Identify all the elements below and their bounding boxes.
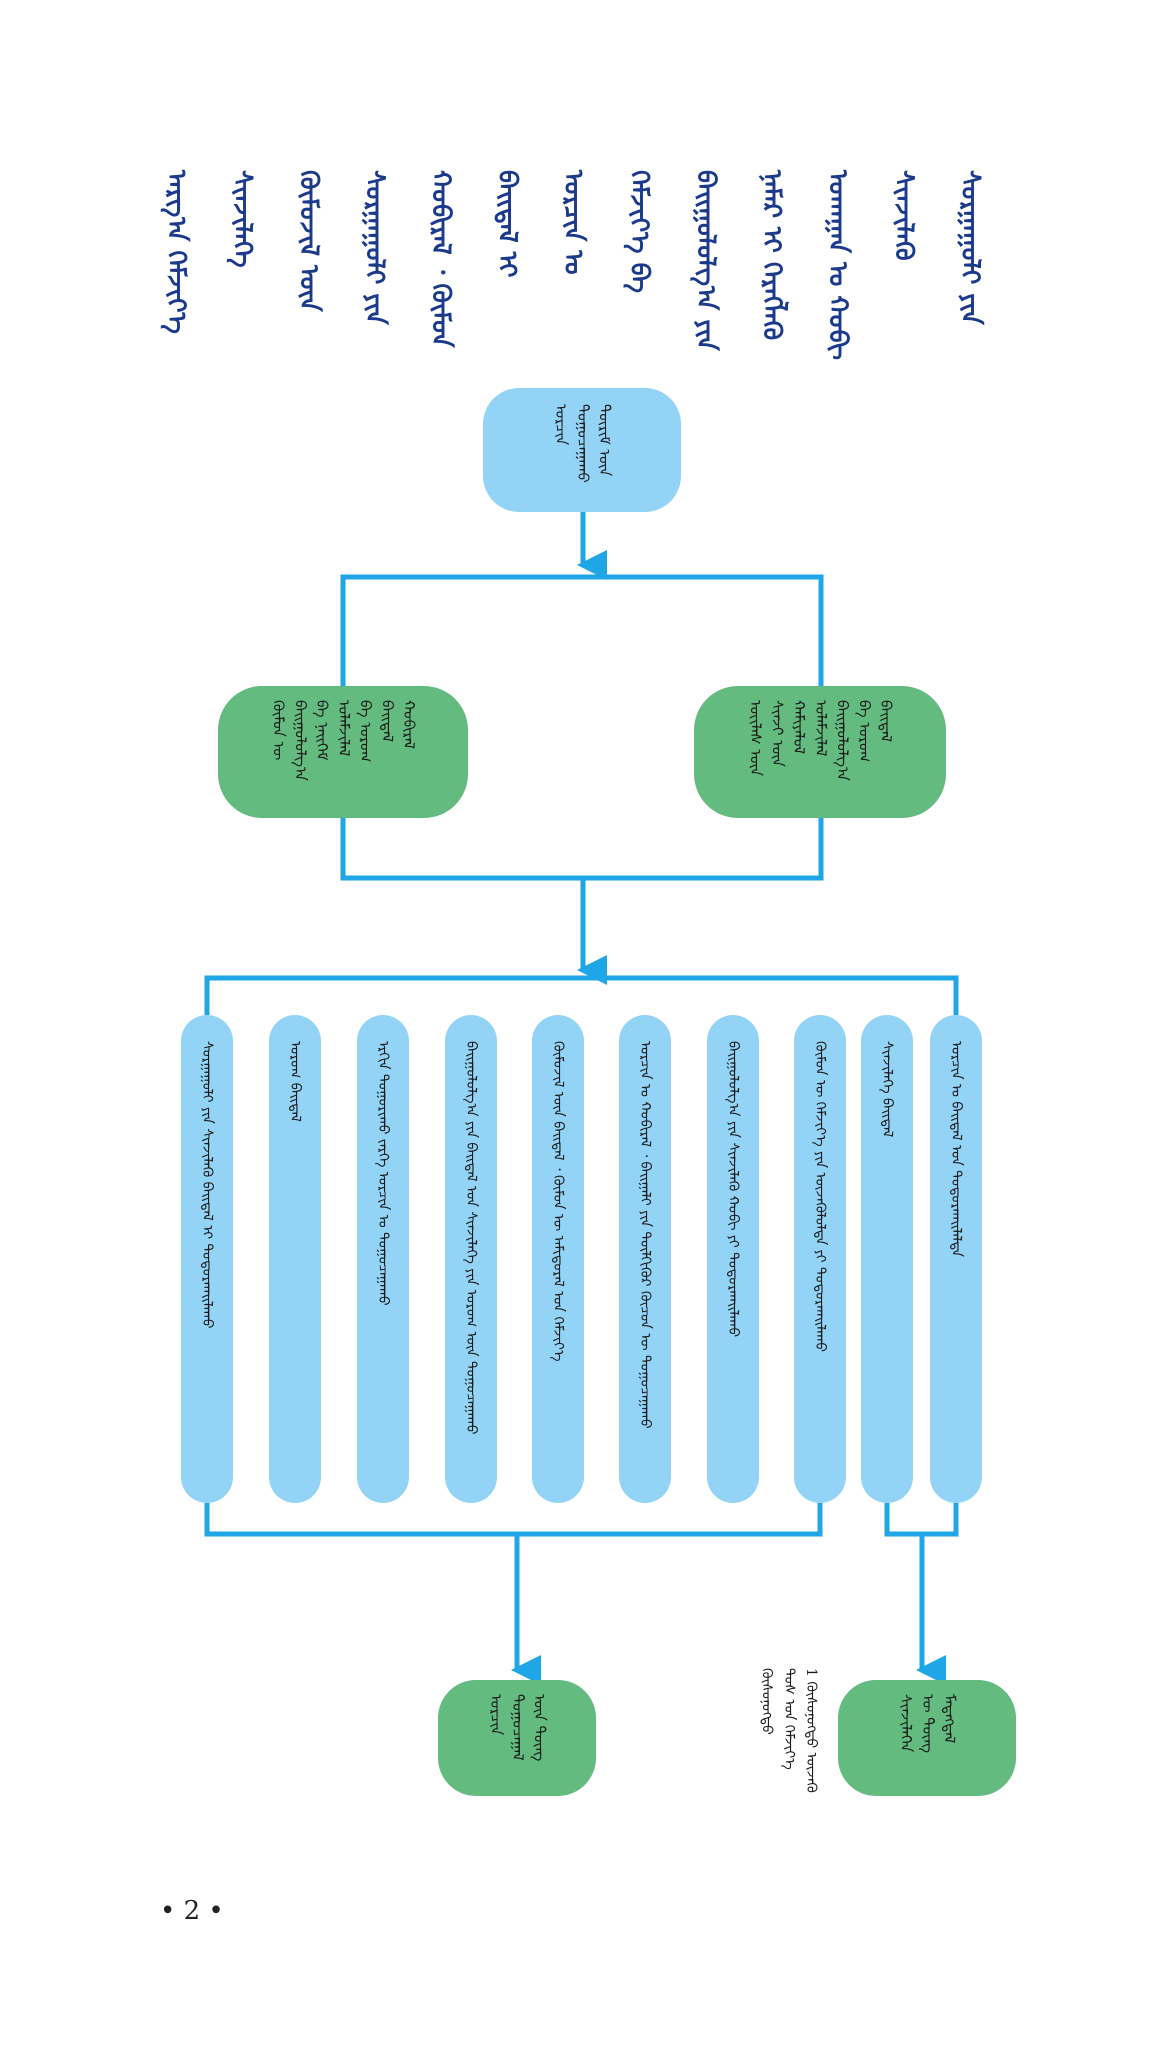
heading-line: ᠨᠡᠮᠡᠷ ᠢ ᠬᠡᠷᠡᠭᠯᠡᠬᠦ [756, 170, 787, 341]
middle-bracket [340, 818, 824, 881]
page-number: • 2 • [160, 1896, 224, 1926]
heading-line: ᠣᠷᠴᠢᠨ ᠤ [557, 170, 588, 275]
pill-7: ᠪᠠᠢᠭᠤᠯᠤᠯᠭ᠎ᠠ ᠶᠢᠨ ᠰᠢᠨᠵᠢᠯᠡᠬᠦ ᠬᠤᠪᠢ ᠶᠢ ᠲᠣᠳᠤᠷᠬ… [707, 1015, 759, 1503]
pill-text: ᠬᠦᠮᠦᠵᠢᠯ ᠦᠨ ᠪᠠᠢᠳᠠᠯ ᠂ ᠬᠦᠮᠦᠨ ᠦ ᠠᠮᠢᠳᠤᠷᠠᠯ ᠤᠨ … [550, 1041, 567, 1362]
heading-line: ᠪᠠᠢᠳᠠᠯ ᠢ [491, 170, 522, 278]
left-pills-bracket [204, 1503, 823, 1537]
pill-text: ᠪᠠᠢᠭᠤᠯᠤᠯᠭ᠎ᠠ ᠶᠢᠨ ᠪᠠᠢᠳᠠᠯ ᠤᠨ ᠰᠢᠨᠵᠢᠯᠡᠭᠡ ᠶᠢᠨ … [463, 1041, 480, 1435]
heading-line: ᠰᠤᠷᠭᠠᠭᠤᠯᠢ ᠶᠢᠨ [359, 170, 390, 325]
pill-1: ᠰᠤᠷᠭᠠᠭᠤᠯᠢ ᠶᠢᠨ ᠰᠢᠨᠵᠢᠯᠡᠬᠦ ᠪᠠᠢᠳᠠᠯ ᠢ ᠲᠣᠳᠤᠷᠬᠠ… [181, 1015, 233, 1503]
heading-line: ᠬᠡᠮᠵᠢᠶ᠎ᠡ ᠪᠠ [624, 170, 655, 294]
green-box-right-text: ᠦᠢᠯᠡᠰ ᠦᠨ ᠰᠢᠨᠵᠢ ᠦᠨ ᠬᠠᠮᠢᠶᠠᠯᠤᠯ ᠤᠯᠠᠮᠵᠢᠯᠠᠯ ᠪᠠ… [746, 700, 896, 781]
pill-10: ᠣᠷᠴᠢᠨ ᠤ ᠪᠠᠢᠳᠠᠯ ᠤᠨ ᠲᠣᠳᠤᠷᠬᠠᠢᠯᠠᠯᠲᠠ [930, 1015, 982, 1503]
pill-8: ᠬᠦᠮᠦᠨ ᠦ ᠬᠡᠮᠵᠢᠶ᠎ᠡ ᠶᠢᠨ ᠦᠵᠡᠭᠦᠯᠦᠯᠲᠡ ᠶᠢ ᠲᠣᠳᠤᠷ… [794, 1015, 846, 1503]
bottom-box-left-text: ᠣᠷᠴᠢᠨ ᠲᠣᠭᠤᠴᠠᠭᠠᠯ ᠦᠨ ᠳᠦᠩ [487, 1694, 549, 1762]
bottom-box-right-text: ᠰᠢᠨᠵᠢᠯᠡᠭᠡᠨ ᠦ ᠳᠦᠩ ᠮᠡᠳᠡᠭᠳᠡᠯ [897, 1694, 959, 1753]
pill-text: ᠰᠢᠨᠵᠢᠯᠡᠭᠡ ᠪᠠᠢᠳᠠᠯ [879, 1041, 896, 1138]
pill-text: ᠪᠠᠢᠭᠤᠯᠤᠯᠭ᠎ᠠ ᠶᠢᠨ ᠰᠢᠨᠵᠢᠯᠡᠬᠦ ᠬᠤᠪᠢ ᠶᠢ ᠲᠣᠳᠤᠷᠬ… [725, 1041, 742, 1338]
pill-9: ᠰᠢᠨᠵᠢᠯᠡᠭᠡ ᠪᠠᠢᠳᠠᠯ [861, 1015, 913, 1503]
heading-line: ᠰᠤᠷᠭᠠᠭᠤᠯᠢ ᠶᠢᠨ [954, 170, 985, 325]
heading-line: ᠤᠬᠠᠭᠠᠨ ᠤ ᠬᠤᠪᠢ [822, 170, 853, 360]
right-pills-bracket [884, 1503, 959, 1537]
heading-line: ᠪᠠᠢᠭᠤᠯᠤᠯᠭ᠎ᠠ ᠶᠢᠨ [690, 170, 721, 351]
pill-2: ᠤᠷᠤᠭ ᠪᠠᠢᠳᠠᠯ [269, 1015, 321, 1503]
pill-4: ᠪᠠᠢᠭᠤᠯᠤᠯᠭ᠎ᠠ ᠶᠢᠨ ᠪᠠᠢᠳᠠᠯ ᠤᠨ ᠰᠢᠨᠵᠢᠯᠡᠭᠡ ᠶᠢᠨ … [445, 1015, 497, 1503]
green-box-right: ᠦᠢᠯᠡᠰ ᠦᠨ ᠰᠢᠨᠵᠢ ᠦᠨ ᠬᠠᠮᠢᠶᠠᠯᠤᠯ ᠤᠯᠠᠮᠵᠢᠯᠠᠯ ᠪᠠ… [694, 686, 946, 818]
upper-bracket [340, 574, 824, 686]
bottom-box-left: ᠣᠷᠴᠢᠨ ᠲᠣᠭᠤᠴᠠᠭᠠᠯ ᠦᠨ ᠳᠦᠩ [438, 1680, 596, 1796]
pill-text: ᠣᠷᠴᠢᠨ ᠤ ᠪᠠᠢᠳᠠᠯ ᠤᠨ ᠲᠣᠳᠤᠷᠬᠠᠢᠯᠠᠯᠲᠠ [948, 1041, 965, 1257]
heading-line: ᠰᠢᠨᠵᠢᠯᠡᠭᠡ [227, 170, 258, 268]
pill-text: ᠡᠷᠭᠢᠨ ᠲᠣᠭᠤᠷᠢᠬᠤ ᠵᠡᠷᠭᠡ ᠣᠷᠴᠢᠨ ᠤ ᠲᠣᠭᠤᠴᠠᠭᠠᠬᠤ [375, 1041, 392, 1306]
pill-6: ᠣᠷᠴᠢᠨ ᠤ ᠬᠤᠪᠢᠷᠠᠯ ᠂ ᠪᠠᠢᠭᠠᠯᠢ ᠶᠢᠨ ᠲᠦᠯᠬᠢᠭᠦᠷ ᠬ… [619, 1015, 671, 1503]
bottom-box-right: ᠰᠢᠨᠵᠢᠯᠡᠭᠡᠨ ᠦ ᠳᠦᠩ ᠮᠡᠳᠡᠭᠳᠡᠯ [838, 1680, 1016, 1796]
heading-line: ᠰᠢᠨᠵᠢᠯᠡᠬᠦ [888, 170, 919, 261]
pill-3: ᠡᠷᠭᠢᠨ ᠲᠣᠭᠤᠷᠢᠬᠤ ᠵᠡᠷᠭᠡ ᠣᠷᠴᠢᠨ ᠤ ᠲᠣᠭᠤᠴᠠᠭᠠᠬᠤ [357, 1015, 409, 1503]
top-box: ᠣᠷᠴᠢᠨ ᠲᠣᠭᠤᠴᠠᠭᠠᠬᠤ ᠳᠦᠷᠢᠮ ᠦᠨ [483, 388, 681, 512]
pill-text: ᠣᠷᠴᠢᠨ ᠤ ᠬᠤᠪᠢᠷᠠᠯ ᠂ ᠪᠠᠢᠭᠠᠯᠢ ᠶᠢᠨ ᠲᠦᠯᠬᠢᠭᠦᠷ ᠬ… [637, 1041, 654, 1429]
heading-line: ᠬᠦᠮᠦᠵᠢᠯ ᠦᠨ [293, 170, 324, 312]
pill-text: ᠬᠦᠮᠦᠨ ᠦ ᠬᠡᠮᠵᠢᠶ᠎ᠡ ᠶᠢᠨ ᠦᠵᠡᠭᠦᠯᠦᠯᠲᠡ ᠶᠢ ᠲᠣᠳᠤᠷ… [812, 1041, 829, 1352]
footnote-text: ᠬᠦᠰᠦᠨᠦᠭᠲᠦ ᠲᠤᠰ ᠤᠨ ᠬᠡᠮᠵᠢᠶ᠎ᠡ 1 ᠬᠦᠰᠦᠨᠦᠭᠲᠦ ᠦᠵ… [758, 1668, 820, 1793]
pill-5: ᠬᠦᠮᠦᠵᠢᠯ ᠦᠨ ᠪᠠᠢᠳᠠᠯ ᠂ ᠬᠦᠮᠦᠨ ᠦ ᠠᠮᠢᠳᠤᠷᠠᠯ ᠤᠨ … [532, 1015, 584, 1503]
heading-text: ᠰᠤᠷᠭᠠᠭᠤᠯᠢ ᠶᠢᠨ ᠰᠢᠨᠵᠢᠯᠡᠬᠦ ᠤᠬᠠᠭᠠᠨ ᠤ ᠬᠤᠪᠢ ᠨᠡ… [160, 170, 1000, 360]
pill-text: ᠰᠤᠷᠭᠠᠭᠤᠯᠢ ᠶᠢᠨ ᠰᠢᠨᠵᠢᠯᠡᠬᠦ ᠪᠠᠢᠳᠠᠯ ᠢ ᠲᠣᠳᠤᠷᠬᠠ… [199, 1041, 216, 1329]
green-box-left-text: ᠬᠦᠮᠦᠨ ᠦ ᠪᠠᠢᠭᠤᠯᠤᠯᠭ᠎ᠠ ᠪᠠ ᠨᠡᠢᠭᠡᠮ ᠤᠯᠠᠮᠵᠢᠯᠠᠯ … [269, 700, 419, 781]
heading-line: ᠬᠤᠪᠢᠷᠠᠯ ᠂ ᠬᠦᠮᠦᠨ [425, 170, 456, 348]
heading-line: ᠠᠷᠭ᠎ᠠ ᠬᠡᠮᠵᠢᠶ᠎ᠡ [161, 170, 191, 334]
pills-top-bracket [204, 975, 959, 1015]
pill-text: ᠤᠷᠤᠭ ᠪᠠᠢᠳᠠᠯ [287, 1041, 304, 1122]
top-box-text: ᠣᠷᠴᠢᠨ ᠲᠣᠭᠤᠴᠠᠭᠠᠬᠤ ᠳᠦᠷᠢᠮ ᠦᠨ [552, 404, 614, 483]
green-box-left: ᠬᠦᠮᠦᠨ ᠦ ᠪᠠᠢᠭᠤᠯᠤᠯᠭ᠎ᠠ ᠪᠠ ᠨᠡᠢᠭᠡᠮ ᠤᠯᠠᠮᠵᠢᠯᠠᠯ … [218, 686, 468, 818]
